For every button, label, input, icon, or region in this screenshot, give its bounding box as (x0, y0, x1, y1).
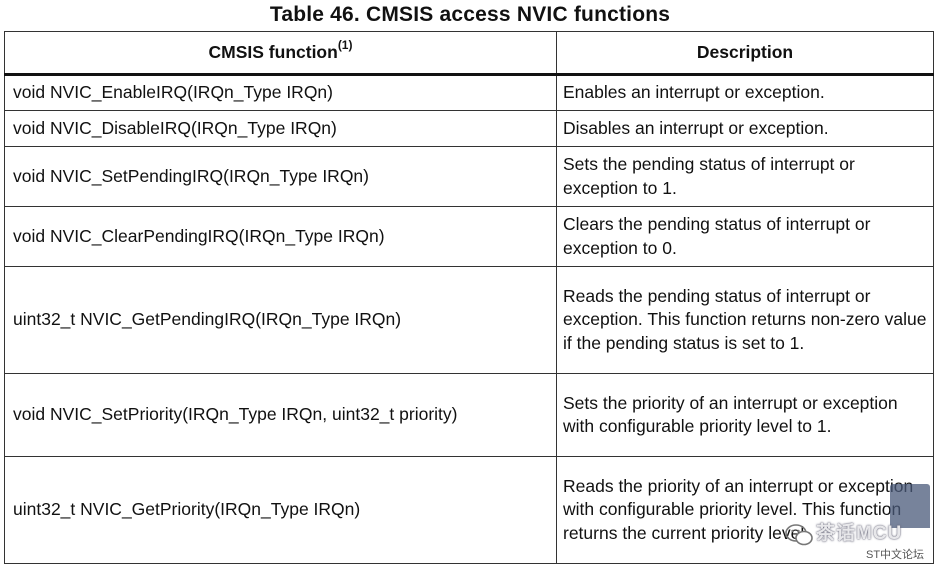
description-cell: Sets the priority of an interrupt or exc… (556, 373, 934, 457)
function-cell: void NVIC_SetPendingIRQ(IRQn_Type IRQn) (4, 146, 557, 207)
header-description: Description (556, 31, 934, 76)
table-row: uint32_t NVIC_GetPendingIRQ(IRQn_Type IR… (4, 266, 934, 374)
function-cell: void NVIC_ClearPendingIRQ(IRQn_Type IRQn… (4, 206, 557, 267)
table-row: void NVIC_DisableIRQ(IRQn_Type IRQn) Dis… (4, 110, 934, 147)
table-header-row: CMSIS function(1) Description (4, 31, 934, 76)
function-cell: void NVIC_EnableIRQ(IRQn_Type IRQn) (4, 74, 557, 111)
table-row: void NVIC_SetPriority(IRQn_Type IRQn, ui… (4, 373, 934, 457)
description-cell: Clears the pending status of interrupt o… (556, 206, 934, 267)
function-cell: uint32_t NVIC_GetPendingIRQ(IRQn_Type IR… (4, 266, 557, 374)
nvic-functions-table: CMSIS function(1) Description void NVIC_… (4, 31, 934, 564)
function-cell: void NVIC_SetPriority(IRQn_Type IRQn, ui… (4, 373, 557, 457)
description-cell: Enables an interrupt or exception. (556, 74, 934, 111)
description-cell: Disables an interrupt or exception. (556, 110, 934, 147)
function-cell: void NVIC_DisableIRQ(IRQn_Type IRQn) (4, 110, 557, 147)
description-cell: Reads the priority of an interrupt or ex… (556, 456, 934, 564)
table-title: Table 46. CMSIS access NVIC functions (269, 3, 671, 26)
header-cmsis-function-label: CMSIS function (208, 41, 338, 62)
table-row: void NVIC_EnableIRQ(IRQn_Type IRQn) Enab… (4, 74, 934, 111)
table-row: void NVIC_ClearPendingIRQ(IRQn_Type IRQn… (4, 206, 934, 267)
footnote-marker: (1) (337, 37, 353, 52)
table-row: uint32_t NVIC_GetPriority(IRQn_Type IRQn… (4, 456, 934, 564)
function-cell: uint32_t NVIC_GetPriority(IRQn_Type IRQn… (4, 456, 557, 564)
table-row: void NVIC_SetPendingIRQ(IRQn_Type IRQn) … (4, 146, 934, 207)
description-cell: Sets the pending status of interrupt or … (556, 146, 934, 207)
header-cmsis-function: CMSIS function(1) (4, 31, 557, 76)
description-cell: Reads the pending status of interrupt or… (556, 266, 934, 374)
